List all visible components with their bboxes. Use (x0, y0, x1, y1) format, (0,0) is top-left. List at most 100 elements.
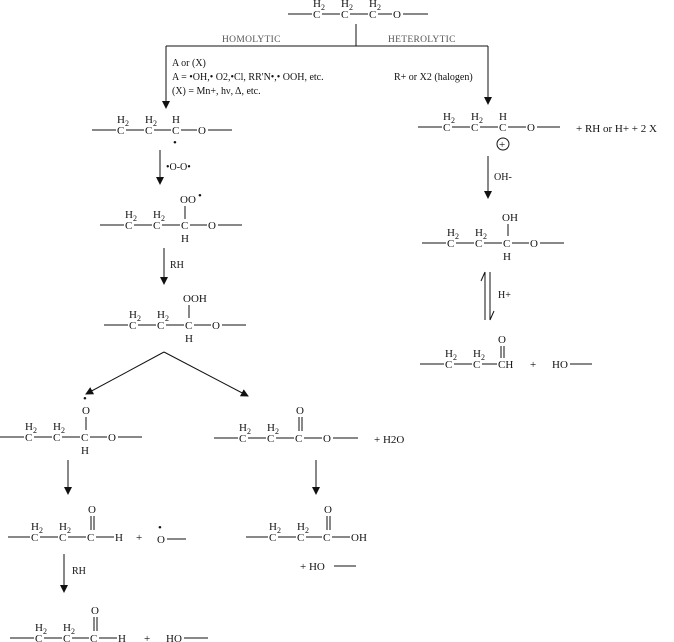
svg-text:H: H (115, 532, 123, 544)
svg-text:H: H (35, 622, 43, 634)
svg-text:H: H (297, 521, 305, 533)
svg-text:O: O (296, 405, 304, 417)
svg-text:C: C (341, 9, 348, 21)
svg-text:C: C (313, 9, 320, 21)
svg-text:O: O (212, 320, 220, 332)
svg-text:2: 2 (377, 3, 381, 12)
svg-text:C: C (117, 125, 124, 137)
svg-text:H: H (267, 422, 275, 434)
svg-text:C: C (87, 532, 94, 544)
svg-text:(X) = Mn+, hν, Δ, etc.: (X) = Mn+, hν, Δ, etc. (172, 86, 261, 97)
svg-text:C: C (297, 532, 304, 544)
svg-text:O: O (208, 220, 216, 232)
svg-text:OOH: OOH (183, 293, 207, 305)
equilibrium-arrows (480, 271, 495, 321)
svg-text:H: H (129, 309, 137, 321)
svg-text:2: 2 (43, 627, 47, 636)
alcohol-fragment-2: HO (166, 633, 208, 642)
svg-text:H: H (117, 114, 125, 126)
svg-text:H: H (471, 111, 479, 123)
svg-text:C: C (369, 9, 376, 21)
svg-text:2: 2 (455, 232, 459, 241)
svg-text:2: 2 (275, 427, 279, 436)
proton-reagent: H+ (498, 290, 511, 301)
svg-text:2: 2 (33, 426, 37, 435)
svg-text:C: C (475, 238, 482, 250)
svg-text:H: H (447, 227, 455, 239)
svg-text:•: • (83, 393, 87, 405)
heterolytic-conditions: R+ or X2 (halogen) (394, 72, 473, 83)
svg-text:C: C (90, 633, 97, 642)
svg-text:2: 2 (39, 526, 43, 535)
svg-text:H: H (443, 111, 451, 123)
svg-text:H: H (239, 422, 247, 434)
svg-text:2: 2 (349, 3, 353, 12)
alcohol-fragment-3: HO (552, 359, 592, 371)
svg-text:C: C (59, 532, 66, 544)
svg-text:H: H (118, 633, 126, 642)
svg-text:C: C (239, 433, 246, 445)
svg-text:H: H (185, 333, 193, 345)
svg-text:2: 2 (137, 314, 141, 323)
svg-text:C: C (503, 238, 510, 250)
svg-text:O: O (108, 432, 116, 444)
svg-text:C: C (499, 122, 506, 134)
svg-text:2: 2 (125, 119, 129, 128)
svg-text:•: • (198, 190, 202, 202)
svg-text:+: + (530, 359, 536, 371)
svg-text:2: 2 (165, 314, 169, 323)
svg-text:2: 2 (451, 116, 455, 125)
svg-text:C: C (269, 532, 276, 544)
svg-text:H: H (473, 348, 481, 360)
svg-text:H: H (475, 227, 483, 239)
svg-text:H: H (145, 114, 153, 126)
svg-text:C: C (53, 432, 60, 444)
svg-text:2: 2 (153, 119, 157, 128)
svg-text:HO: HO (166, 633, 182, 642)
svg-text:+: + (499, 139, 505, 151)
svg-text:C: C (157, 320, 164, 332)
radical-dot: • (173, 137, 177, 149)
svg-text:C: C (443, 122, 450, 134)
rh-reagent-2: RH (72, 566, 86, 577)
hydroxide-reagent: OH- (494, 172, 512, 183)
oxy-radical-fragment: • O (157, 522, 186, 546)
homolytic-conditions: A or (X) A = •OH,• O2,•Cl, RR'N•,• OOH, … (172, 58, 324, 97)
svg-text:OO: OO (180, 194, 196, 206)
svg-text:H: H (172, 114, 180, 126)
svg-text:+: + (144, 633, 150, 642)
svg-text:H: H (269, 521, 277, 533)
heterolytic-label: HETEROLYTIC (388, 35, 456, 45)
svg-text:C: C (145, 125, 152, 137)
svg-text:C: C (25, 432, 32, 444)
svg-text:C: C (445, 359, 452, 371)
svg-text:C: C (185, 320, 192, 332)
svg-text:CH: CH (498, 359, 513, 371)
svg-text:+ HO: + HO (300, 561, 325, 573)
cation-byproducts: + RH or H+ + 2 X (576, 123, 657, 135)
svg-text:H: H (25, 421, 33, 433)
alcohol-fragment-1: + HO (300, 561, 356, 573)
svg-text:2: 2 (321, 3, 325, 12)
svg-text:C: C (125, 220, 132, 232)
svg-text:C: C (295, 433, 302, 445)
oxygen-reagent: •O-O• (166, 162, 191, 173)
svg-text:O: O (88, 504, 96, 516)
cation-charge-icon (496, 137, 510, 151)
svg-text:H: H (53, 421, 61, 433)
svg-text:O: O (527, 122, 535, 134)
svg-text:H: H (125, 209, 133, 221)
svg-text:OH: OH (351, 532, 367, 544)
svg-text:C: C (31, 532, 38, 544)
svg-text:C: C (35, 633, 42, 642)
svg-text:A or (X): A or (X) (172, 58, 206, 69)
svg-text:2: 2 (453, 353, 457, 362)
